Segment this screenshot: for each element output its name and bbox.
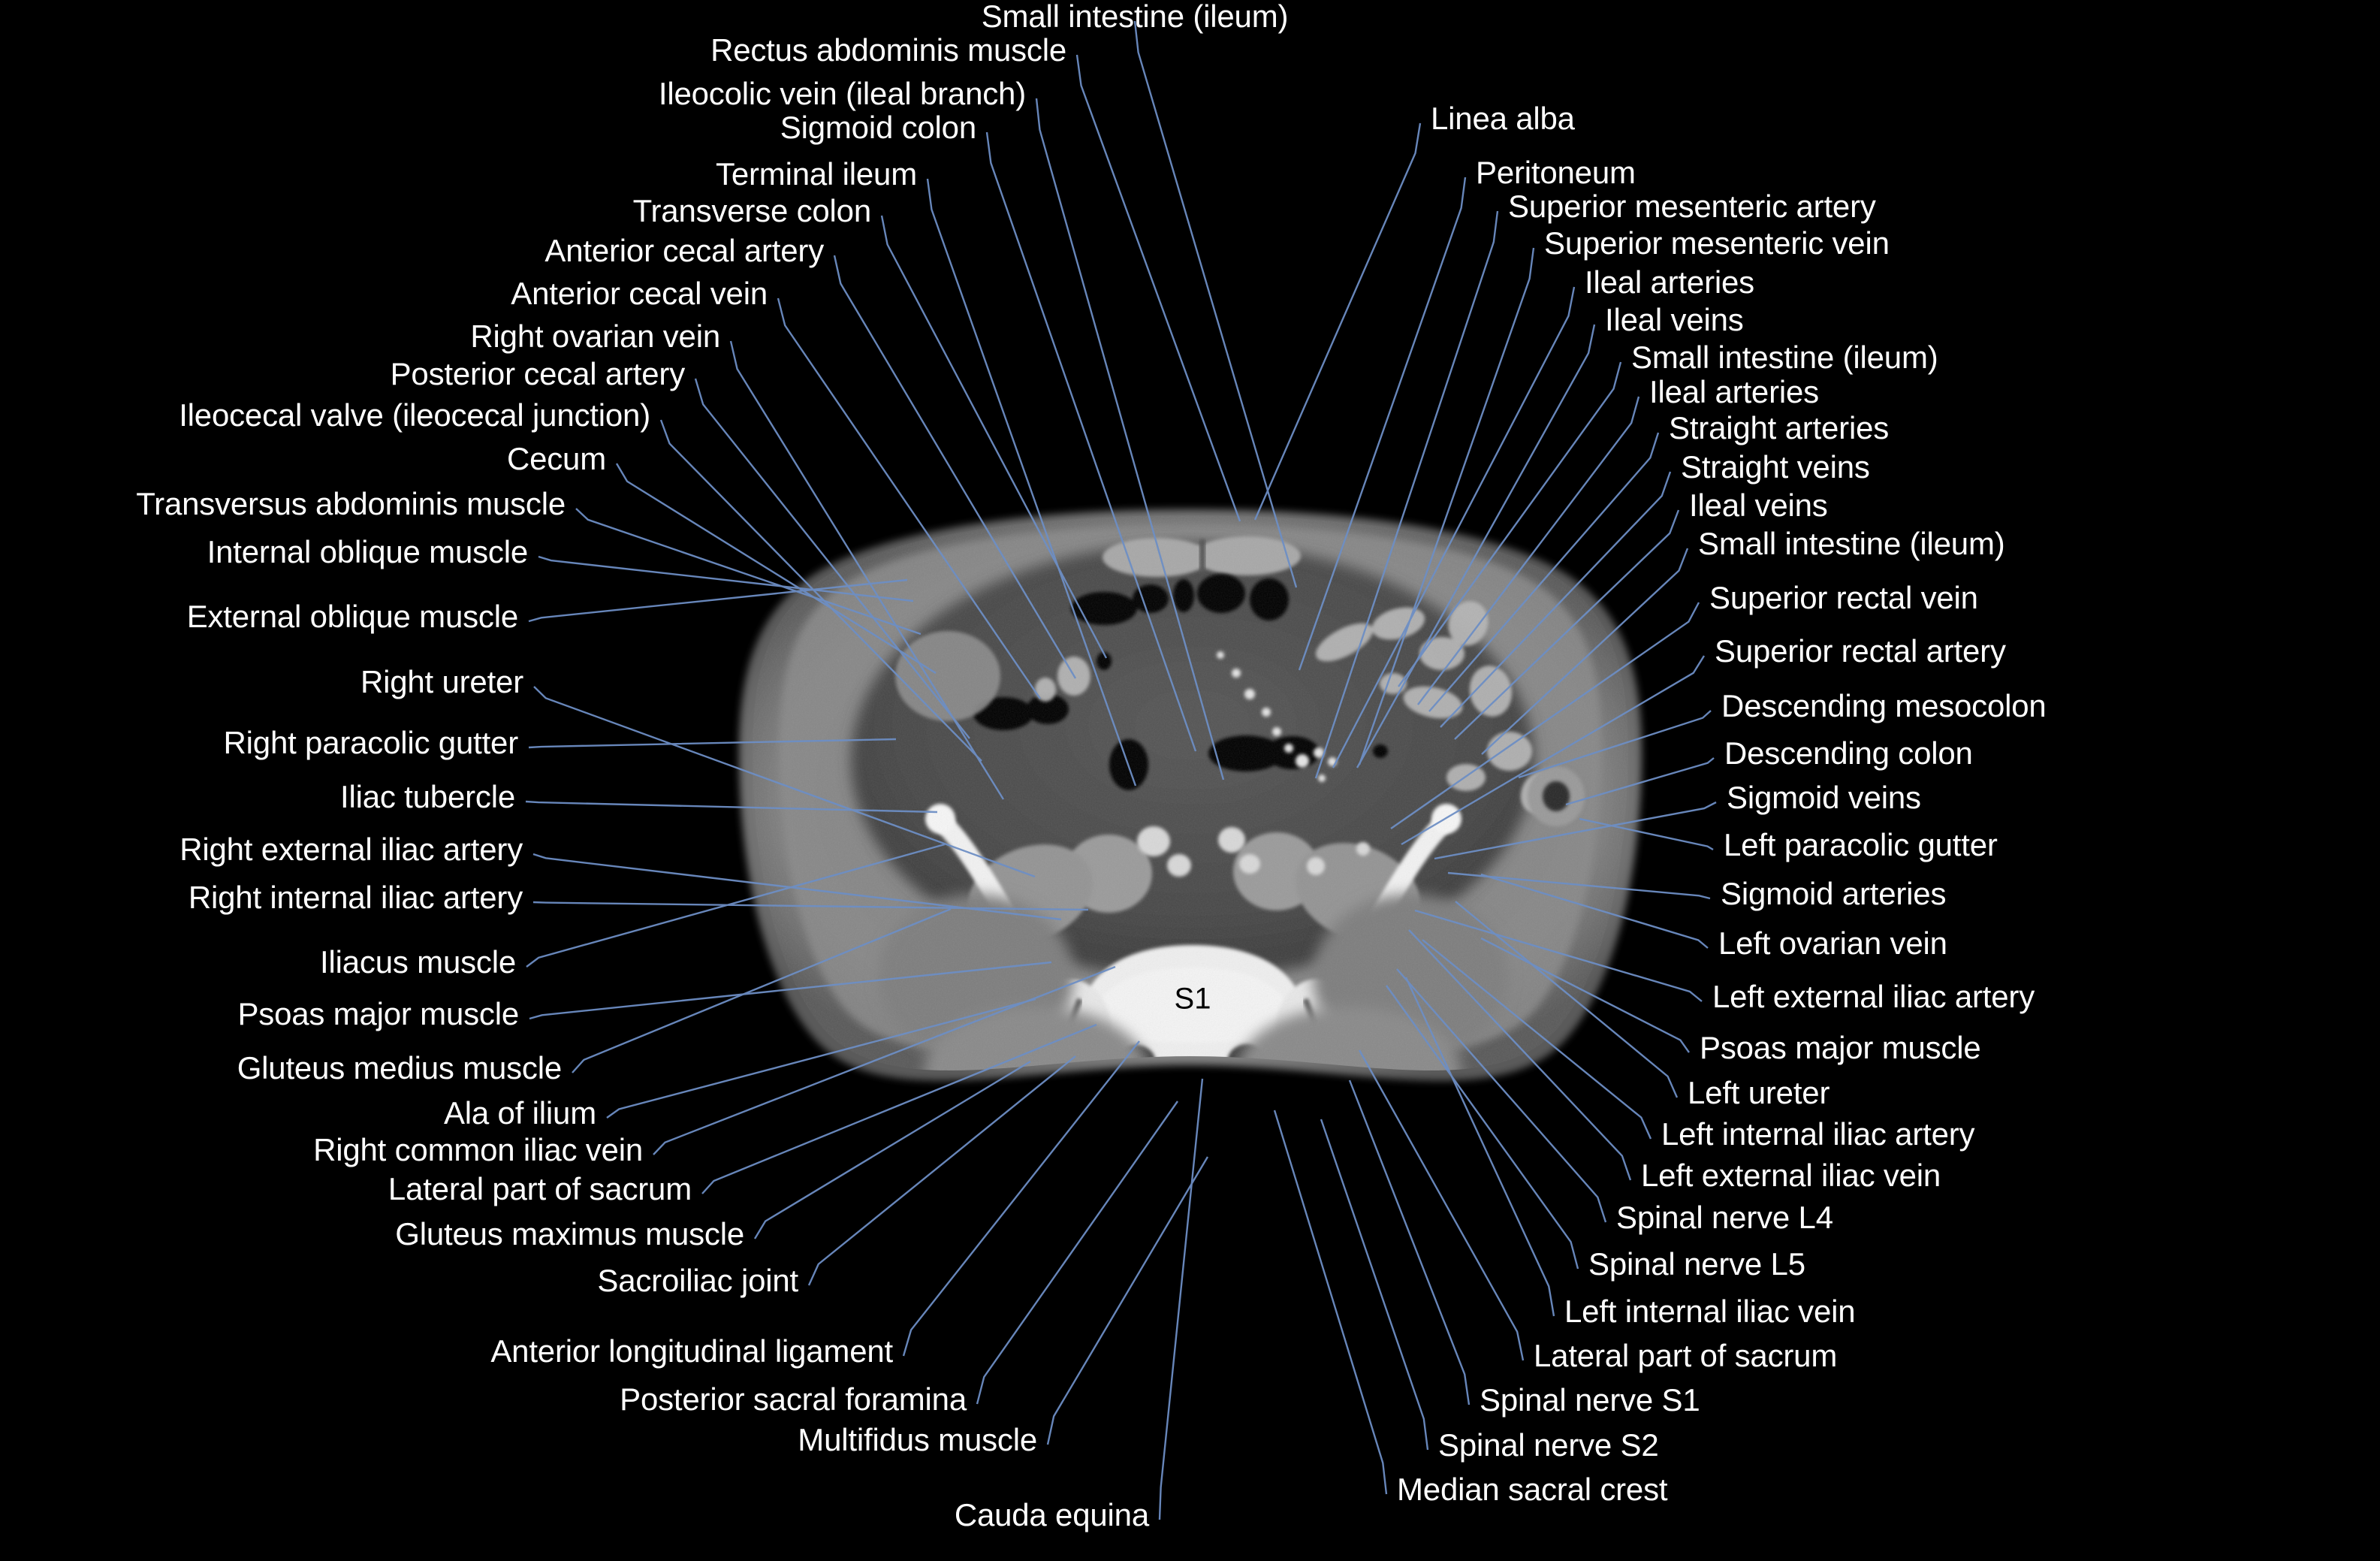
annotation-label: Straight arteries: [1669, 410, 1890, 445]
annotation-label: Anterior cecal vein: [511, 276, 768, 311]
annotation-label: Iliac tubercle: [340, 779, 515, 814]
annotation-label: Superior rectal vein: [1709, 580, 1978, 615]
annotation-label: Multifidus muscle: [798, 1422, 1037, 1457]
ct-label-s1: S1: [1174, 982, 1211, 1016]
annotation-label: Psoas major muscle: [237, 996, 519, 1031]
annotation-label: Descending mesocolon: [1721, 688, 2047, 723]
annotation-label: Small intestine (ileum): [1631, 340, 1938, 375]
annotation-label: Superior mesenteric artery: [1508, 189, 1876, 224]
annotation-label: Psoas major muscle: [1700, 1030, 1981, 1065]
annotation-label: Ileal arteries: [1585, 264, 1754, 300]
annotation-label: Left internal iliac artery: [1661, 1116, 1975, 1152]
annotation-label: Posterior cecal artery: [390, 356, 686, 391]
annotation-label: Sigmoid colon: [780, 110, 976, 145]
annotation-label: Right ovarian vein: [470, 319, 720, 354]
annotation-label: Right common iliac vein: [313, 1132, 643, 1167]
annotation-label: Ileocecal valve (ileocecal junction): [179, 397, 650, 433]
annotation-label: Left ureter: [1688, 1075, 1830, 1110]
annotation-label: Sacroiliac joint: [597, 1263, 798, 1298]
annotation-label: Terminal ileum: [716, 156, 917, 192]
annotation-label: Right internal iliac artery: [188, 880, 523, 915]
annotation-label: Superior mesenteric vein: [1544, 225, 1890, 261]
annotation-label: Descending colon: [1724, 735, 1973, 771]
annotation-label: Peritoneum: [1476, 155, 1636, 190]
annotation-label: Sigmoid veins: [1727, 780, 1921, 815]
annotation-label: Lateral part of sacrum: [1534, 1338, 1838, 1373]
annotation-label: Posterior sacral foramina: [620, 1381, 967, 1417]
annotation-label: Gluteus maximus muscle: [395, 1216, 744, 1252]
annotation-label: Spinal nerve S2: [1438, 1427, 1659, 1463]
annotation-label: Lateral part of sacrum: [388, 1171, 692, 1206]
annotation-label: Ileal arteries: [1649, 374, 1819, 409]
annotation-label: Median sacral crest: [1397, 1472, 1668, 1507]
annotation-label: Left paracolic gutter: [1724, 827, 1998, 862]
annotation-label: Small intestine (ileum): [1698, 526, 2005, 561]
annotation-label: Anterior longitudinal ligament: [490, 1333, 893, 1369]
annotation-label: Right external iliac artery: [179, 832, 523, 867]
annotation-label: Transverse colon: [632, 193, 872, 228]
annotation-label: Ala of ilium: [443, 1095, 596, 1131]
annotation-label: Ileal veins: [1605, 302, 1744, 337]
annotation-label: Sigmoid arteries: [1721, 876, 1947, 911]
annotation-label: Rectus abdominis muscle: [710, 32, 1066, 68]
annotation-label: Iliacus muscle: [320, 944, 516, 980]
annotation-label: Right ureter: [360, 664, 523, 699]
annotation-label: Right paracolic gutter: [223, 725, 519, 760]
annotation-label: Spinal nerve L4: [1616, 1200, 1833, 1235]
annotation-label: Ileocolic vein (ileal branch): [658, 76, 1026, 111]
annotation-label: Ileal veins: [1689, 488, 1828, 523]
annotation-label: External oblique muscle: [186, 599, 519, 634]
annotation-label: Anterior cecal artery: [544, 233, 824, 268]
annotation-label: Internal oblique muscle: [207, 534, 529, 569]
annotation-label: Cauda equina: [954, 1497, 1149, 1532]
annotation-label: Left external iliac vein: [1641, 1158, 1941, 1193]
annotation-label: Linea alba: [1431, 101, 1575, 136]
annotation-label: Superior rectal artery: [1715, 633, 2006, 669]
annotation-label: Spinal nerve S1: [1480, 1382, 1700, 1418]
annotation-label: Left external iliac artery: [1712, 979, 2035, 1014]
annotation-label: Small intestine (ileum): [981, 0, 1289, 34]
annotation-label: Gluteus medius muscle: [237, 1050, 563, 1085]
annotation-label: Transversus abdominis muscle: [136, 486, 566, 521]
annotation-label: Spinal nerve L5: [1588, 1246, 1805, 1282]
annotation-label: Straight veins: [1681, 449, 1870, 485]
annotation-label: Cecum: [506, 441, 606, 476]
annotation-label: Left internal iliac vein: [1564, 1294, 1856, 1329]
annotation-label: Left ovarian vein: [1718, 925, 1947, 961]
